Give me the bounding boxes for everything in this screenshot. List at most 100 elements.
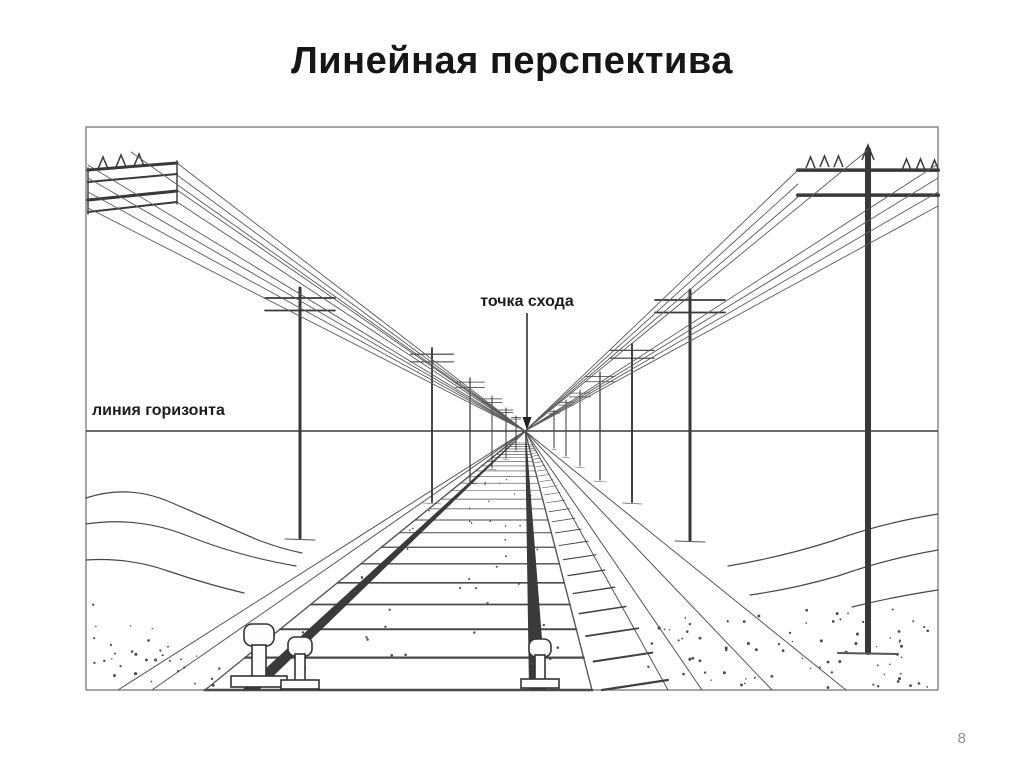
wire-line	[524, 183, 799, 432]
ballast-dot	[468, 577, 471, 580]
ballast-dot	[486, 601, 489, 604]
insulator-icon	[133, 152, 145, 167]
left-hill-line	[85, 558, 245, 594]
hatch-line	[543, 492, 561, 496]
ballast-dot	[154, 658, 158, 662]
ballast-dot	[167, 645, 169, 648]
ballast-dot	[781, 649, 785, 653]
right-rail-profile	[520, 638, 560, 689]
ground-edge-line	[524, 430, 773, 691]
right-hill-line	[727, 513, 939, 567]
ballast-dot	[698, 659, 702, 663]
horizon-line-label: линия горизонта	[92, 402, 225, 419]
converging-ground-edges	[117, 430, 847, 691]
ballast-dot	[888, 663, 891, 666]
pole-base	[836, 651, 900, 656]
ballast-dot	[876, 684, 880, 688]
ground-edge-line	[524, 430, 593, 691]
insulator-icon	[929, 158, 940, 172]
ballast-dot	[770, 674, 774, 678]
ballast-dot	[103, 659, 106, 663]
ballast-dot	[505, 478, 508, 481]
hatch-line	[592, 651, 654, 663]
pole-base	[551, 448, 557, 451]
ballast-dot	[360, 575, 363, 579]
crossarm-bar	[87, 201, 178, 213]
ballast-dot	[753, 676, 756, 679]
ballast-dot	[530, 494, 532, 497]
insulator-icon	[115, 153, 127, 168]
ballast-dot	[180, 658, 183, 661]
ballast-dot	[365, 636, 368, 639]
ballast-dot	[830, 671, 834, 674]
pole-base	[593, 480, 607, 483]
ballast-dot	[698, 636, 702, 640]
ballast-dot	[411, 527, 414, 530]
ballast-dot	[909, 684, 912, 687]
wire-line	[176, 162, 526, 432]
rail-web	[251, 644, 267, 679]
ballast-dot	[681, 637, 684, 640]
ballast-dot	[889, 637, 891, 639]
ballast-dot	[404, 653, 407, 657]
ballast-dot	[109, 643, 113, 646]
ballast-dot	[742, 620, 746, 623]
ballast-dot	[366, 638, 369, 641]
ballast-dot	[684, 617, 687, 619]
ballast-dot	[488, 500, 490, 502]
ballast-dot	[176, 669, 179, 672]
ballast-dot	[650, 642, 654, 645]
left-rail-profile-2	[280, 636, 320, 690]
rail-foot	[230, 675, 288, 688]
wire-line	[87, 191, 526, 432]
ballast-dot	[899, 644, 903, 648]
embankment-hatch	[528, 444, 670, 692]
hatch-line	[558, 540, 589, 547]
ballast-dot	[505, 555, 507, 558]
ballast-dot	[896, 680, 900, 683]
vanishing-point-label: точка схода	[480, 293, 574, 310]
ballast-dot	[498, 482, 501, 484]
hatch-line	[572, 586, 616, 595]
ballast-dot	[724, 648, 728, 652]
ballast-dot	[740, 683, 743, 687]
hatch-line	[531, 452, 538, 454]
ballast-dot	[688, 657, 692, 661]
ballast-dot	[210, 677, 214, 680]
crossarm-bar	[86, 189, 179, 202]
ballast-dot	[468, 520, 471, 523]
ballast-dot	[710, 679, 712, 681]
ballast-dot	[912, 620, 915, 623]
ground-lines	[85, 491, 939, 608]
ballast-dot	[819, 639, 823, 643]
ballast-dot	[111, 658, 113, 660]
wire-line	[524, 205, 939, 432]
pole-base	[284, 538, 316, 541]
hatch-line	[539, 479, 554, 482]
wire-line	[176, 174, 526, 432]
ballast-dot	[384, 625, 387, 628]
ballast-dot	[777, 643, 781, 646]
ballast-dot	[346, 595, 349, 598]
ballast-dot	[527, 490, 529, 492]
ballast-dot	[726, 620, 729, 623]
ballast-dot	[390, 654, 394, 657]
left-hill-line	[85, 491, 303, 554]
ballast-dot	[388, 560, 391, 563]
ballast-dot	[556, 646, 560, 649]
ballast-dot	[898, 641, 901, 643]
ballast-dot	[847, 612, 849, 615]
ballast-dot	[408, 529, 411, 532]
ballast-dot	[854, 641, 858, 645]
ballast-dot	[406, 548, 409, 550]
hatch-line	[528, 444, 534, 446]
ballast-dot	[883, 673, 886, 676]
ballast-dot	[133, 672, 138, 676]
ballast-dot	[495, 565, 498, 568]
ballast-dot	[473, 631, 476, 634]
ballast-dot	[183, 666, 186, 669]
left-hill-line	[85, 521, 297, 567]
ground-edge-line	[524, 430, 703, 691]
pole-base	[562, 456, 570, 459]
